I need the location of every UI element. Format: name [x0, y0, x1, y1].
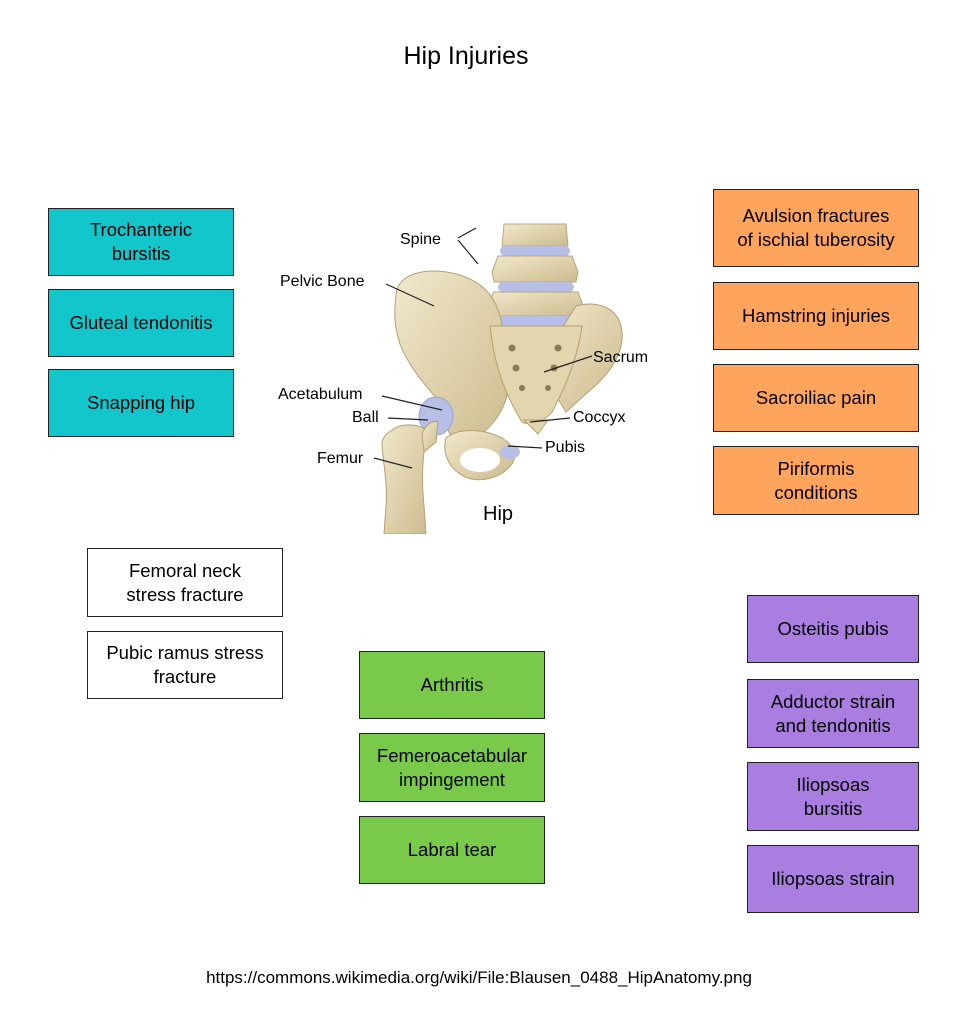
injury-box-iliopsoas-bursitis: Iliopsoas bursitis	[747, 762, 919, 831]
source-credit: https://commons.wikimedia.org/wiki/File:…	[206, 968, 752, 987]
injury-box-hamstring-injuries: Hamstring injuries	[713, 282, 919, 350]
injury-box-snapping-hip: Snapping hip	[48, 369, 234, 437]
hip-anatomy-drawing	[373, 223, 623, 534]
spine-shape	[485, 223, 585, 326]
injury-label: Gluteal tendonitis	[69, 312, 213, 333]
injury-label: Iliopsoas strain	[771, 868, 895, 889]
label-hip: Hip	[483, 503, 514, 525]
injury-label: Femoral neck stress fracture	[126, 559, 244, 605]
injury-label: Osteitis pubis	[777, 618, 889, 639]
label-femur: Femur	[317, 450, 364, 467]
pubis-shape	[444, 430, 520, 481]
injury-box-adductor-strain: Adductor strain and tendonitis	[747, 679, 919, 748]
injury-label: Pubic ramus stress fracture	[106, 642, 264, 687]
injury-box-femoral-neck-stress-fracture: Femoral neck stress fracture	[87, 548, 283, 617]
label-spine: Spine	[400, 231, 441, 248]
injury-box-femeroacetabular-impingement: Femeroacetabular impingement	[359, 733, 545, 802]
label-pelvic-bone: Pelvic Bone	[280, 273, 365, 290]
page-title: Hip Injuries	[403, 42, 529, 70]
injury-box-sacroiliac-pain: Sacroiliac pain	[713, 364, 919, 432]
sacrum-shape	[489, 325, 583, 435]
injury-box-iliopsoas-strain: Iliopsoas strain	[747, 845, 919, 913]
label-sacrum: Sacrum	[593, 349, 649, 366]
injury-label: Snapping hip	[86, 392, 195, 413]
injury-box-piriformis-conditions: Piriformis conditions	[713, 446, 919, 515]
injury-box-pubic-ramus-stress-fracture: Pubic ramus stress fracture	[87, 631, 283, 699]
label-coccyx: Coccyx	[573, 409, 626, 426]
injury-box-gluteal-tendonitis: Gluteal tendonitis	[48, 289, 234, 357]
label-acetabulum: Acetabulum	[278, 386, 363, 403]
injury-label: Arthritis	[420, 674, 484, 695]
injury-label: Sacroiliac pain	[755, 387, 877, 408]
injury-box-osteitis-pubis: Osteitis pubis	[747, 595, 919, 663]
injury-label: Trochanteric bursitis	[89, 219, 193, 264]
label-ball: Ball	[352, 409, 379, 426]
injury-box-avulsion-fractures: Avulsion fractures of ischial tuberosity	[713, 189, 919, 267]
injury-label: Piriformis conditions	[774, 457, 858, 503]
injury-label: Femeroacetabular impingement	[376, 744, 528, 790]
leader-lines	[373, 227, 593, 469]
injury-box-labral-tear: Labral tear	[359, 816, 545, 884]
femur-shape	[381, 421, 439, 534]
injury-label: Avulsion fractures of ischial tuberosity	[737, 205, 895, 250]
label-pubis: Pubis	[545, 439, 586, 456]
injury-label: Labral tear	[407, 839, 497, 860]
injury-label: Iliopsoas bursitis	[796, 773, 870, 819]
injury-box-arthritis: Arthritis	[359, 651, 545, 719]
injury-box-trochanteric-bursitis: Trochanteric bursitis	[48, 208, 234, 276]
injury-label: Hamstring injuries	[741, 305, 891, 326]
hip-anatomy-illustration: Spine Pelvic Bone Sacrum Acetabulum Ball…	[276, 216, 660, 534]
injury-label: Adductor strain and tendonitis	[770, 690, 896, 736]
